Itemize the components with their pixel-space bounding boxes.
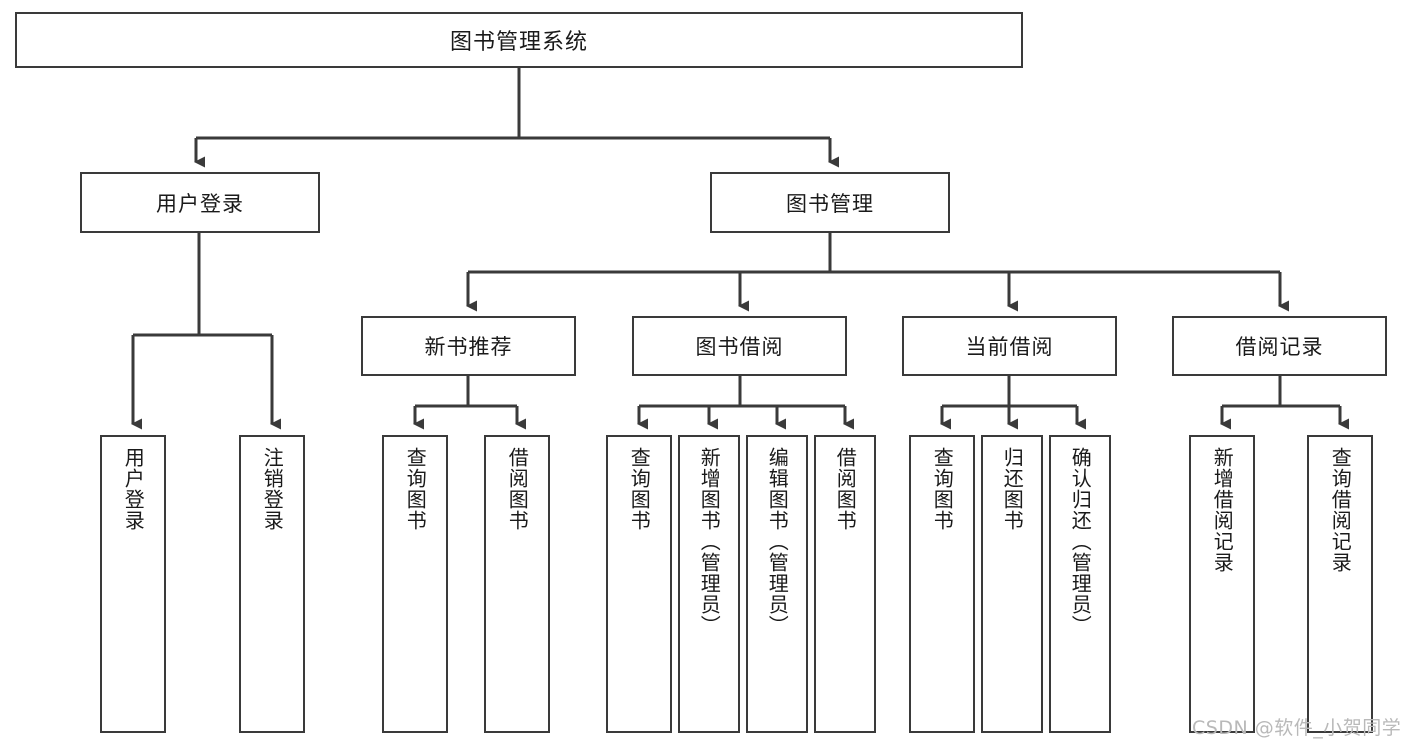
node-label: 编辑图书（管理员） [765,447,790,636]
node-leaf-borrow-book-1[interactable]: 借阅图书 [484,435,550,733]
node-label: 新增图书（管理员） [697,447,722,636]
node-label: 用户登录 [121,447,146,531]
node-leaf-query-book-2[interactable]: 查询图书 [606,435,672,733]
node-book-borrow[interactable]: 图书借阅 [632,316,847,376]
node-label: 借阅记录 [1235,335,1324,359]
node-label: 当前借阅 [965,335,1054,359]
node-label: 查询借阅记录 [1328,447,1353,573]
node-leaf-confirm-return[interactable]: 确认归还（管理员） [1049,435,1111,733]
node-leaf-query-book-1[interactable]: 查询图书 [382,435,448,733]
node-leaf-add-borrow-record[interactable]: 新增借阅记录 [1189,435,1255,733]
node-leaf-add-book[interactable]: 新增图书（管理员） [678,435,740,733]
node-label: 查询图书 [627,447,652,531]
node-label: 查询图书 [403,447,428,531]
node-label: 新书推荐 [424,335,513,359]
node-user-login[interactable]: 用户登录 [80,172,320,233]
node-label: 归还图书 [1000,447,1025,531]
node-leaf-edit-book[interactable]: 编辑图书（管理员） [746,435,808,733]
node-leaf-borrow-book-2[interactable]: 借阅图书 [814,435,876,733]
node-book-management-system[interactable]: 图书管理系统 [15,12,1023,68]
node-label: 用户登录 [156,191,244,216]
csdn-watermark: CSDN @软件_小贺同学 [1192,717,1402,739]
node-book-management[interactable]: 图书管理 [710,172,950,233]
node-label: 图书管理 [786,191,874,216]
node-label: 确认归还（管理员） [1068,447,1093,636]
node-leaf-return-book[interactable]: 归还图书 [981,435,1043,733]
node-label: 查询图书 [930,447,955,531]
node-new-book-recommend[interactable]: 新书推荐 [361,316,576,376]
node-leaf-logout-login[interactable]: 注销登录 [239,435,305,733]
node-label: 借阅图书 [833,447,858,531]
node-current-borrow[interactable]: 当前借阅 [902,316,1117,376]
node-leaf-query-book-3[interactable]: 查询图书 [909,435,975,733]
node-label: 借阅图书 [505,447,530,531]
node-borrow-record[interactable]: 借阅记录 [1172,316,1387,376]
node-label: 图书管理系统 [449,30,588,55]
node-label: 新增借阅记录 [1210,447,1235,573]
node-label: 图书借阅 [695,335,784,359]
node-label: 注销登录 [260,447,285,531]
node-leaf-user-login[interactable]: 用户登录 [100,435,166,733]
node-leaf-query-borrow-record[interactable]: 查询借阅记录 [1307,435,1373,733]
